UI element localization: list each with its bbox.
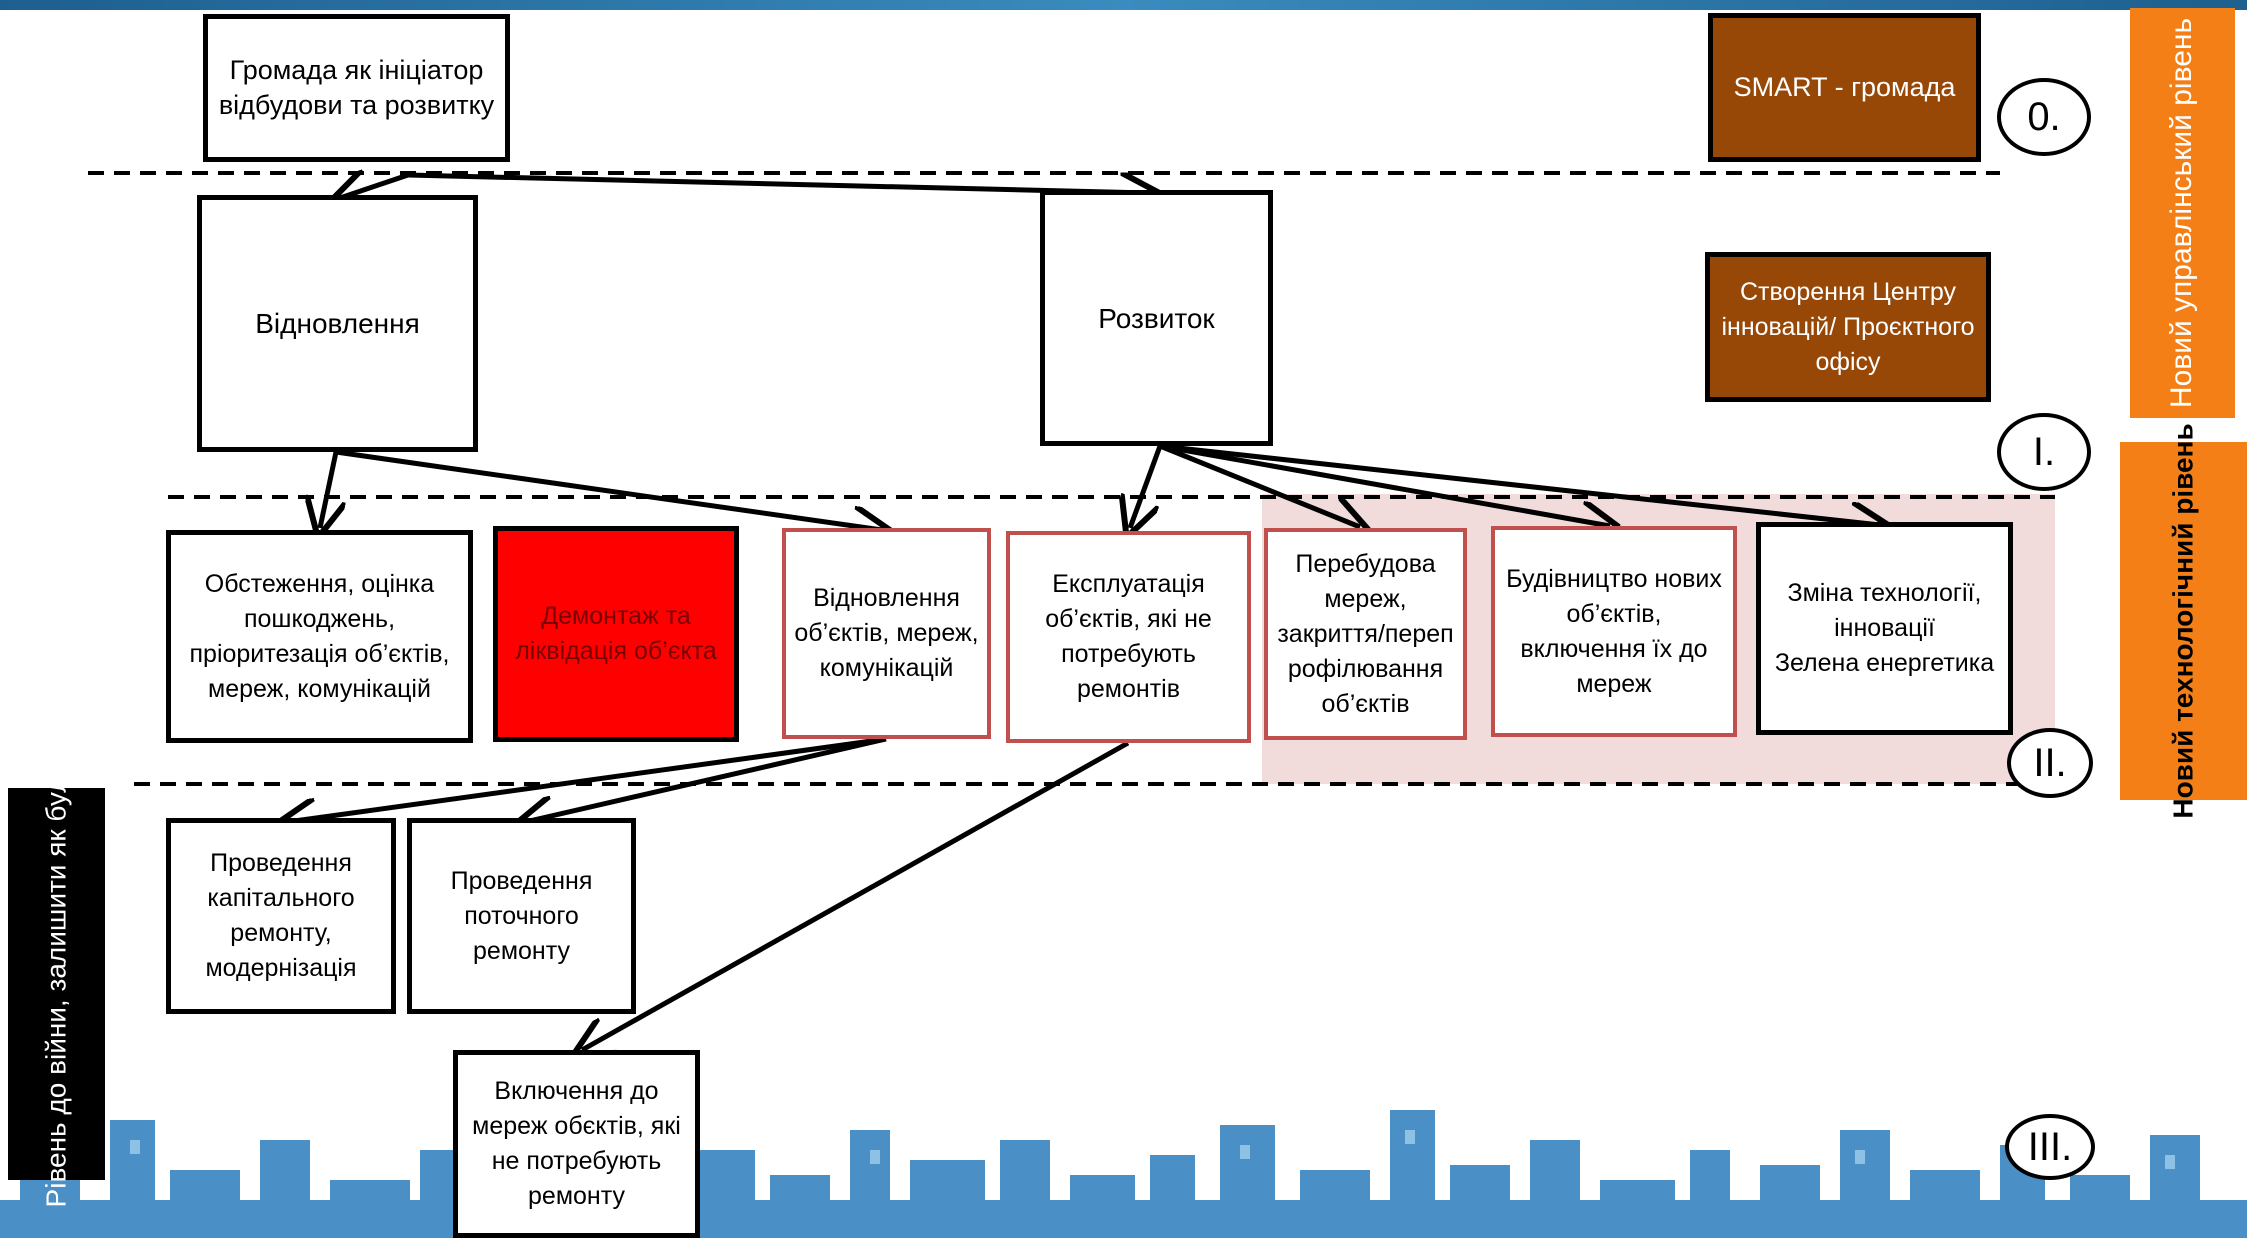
restoration-box: Відновлення xyxy=(197,195,478,452)
level-0-circle: 0. xyxy=(1997,78,2091,156)
smart-community-box: SMART - громада xyxy=(1708,13,1981,162)
arrow-restoration-networks xyxy=(335,449,882,530)
rebuild-networks-box: Перебудова мереж, закриття/переп рофілюв… xyxy=(1264,528,1467,740)
arrow-networks-capital-repair xyxy=(287,736,887,822)
development-box: Розвиток xyxy=(1040,190,1273,446)
level-3-circle: III. xyxy=(2005,1114,2095,1180)
community-initiator-box: Громада як ініціатор відбудови та розвит… xyxy=(203,14,510,162)
arrow-networks-current-repair xyxy=(525,736,887,822)
top-banner xyxy=(0,0,2247,10)
arrow-development-construction xyxy=(1159,443,1610,526)
technology-level-label: Новий технологічний рівень xyxy=(2120,423,2247,819)
level-2-circle: II. xyxy=(2007,728,2093,798)
management-level-label: Новий управлінський рівень xyxy=(2130,8,2235,418)
survey-box: Обстеження, оцінка пошкоджень, пріоритез… xyxy=(166,530,473,743)
arrow-operation-include xyxy=(582,740,1130,1050)
dismantle-box: Демонтаж та ліквідація об’єкта xyxy=(493,526,739,742)
arrow-development-rebuild xyxy=(1159,443,1360,527)
arrow-restoration-survey xyxy=(320,451,336,528)
include-networks-box: Включення до мереж обєктів, які не потре… xyxy=(453,1050,700,1238)
innovation-center-box: Створення Центру інновацій/ Проєктного о… xyxy=(1705,252,1991,402)
technology-change-box: Зміна технології, інновації Зелена енерг… xyxy=(1756,522,2013,735)
arrow-development-operation xyxy=(1130,445,1163,528)
arrow-community-restoration xyxy=(340,175,409,198)
restore-networks-box: Відновлення об’єктів, мереж, комунікацій xyxy=(782,528,991,739)
new-construction-box: Будівництво нових об’єктів, включення їх… xyxy=(1491,526,1737,737)
arrow-community-development xyxy=(407,175,1150,193)
current-repair-box: Проведення поточного ремонту xyxy=(407,818,636,1014)
level-1-circle: I. xyxy=(1997,413,2091,491)
prewar-level-label: Рівень до війни, залишити як було xyxy=(8,761,105,1207)
arrow-development-technology xyxy=(1159,443,1880,525)
capital-repair-box: Проведення капітального ремонту, модерні… xyxy=(166,818,396,1014)
operation-box: Експлуатація об’єктів, які не потребують… xyxy=(1006,531,1251,743)
